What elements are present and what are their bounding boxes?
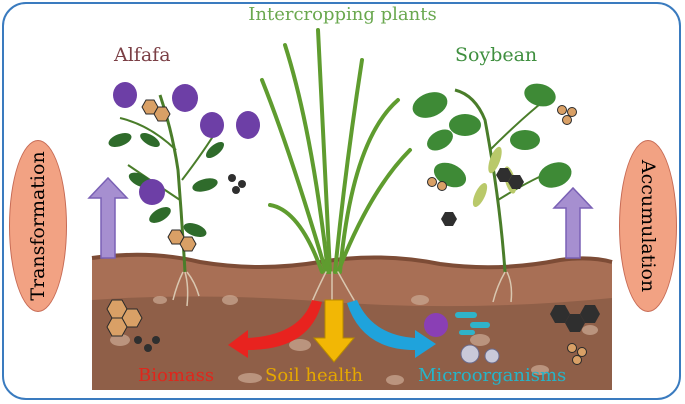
diagram-frame: [2, 2, 681, 400]
soybean-plant-icon: [412, 83, 572, 303]
diagram-title: Intercropping plants: [248, 4, 437, 25]
accumulation-oval: Accumulation: [619, 140, 677, 312]
microbe-icon: [424, 312, 500, 364]
transformation-label: Transformation: [27, 151, 49, 301]
hexagon-molecule-icon: [106, 99, 197, 337]
biomass-label: Biomass: [138, 365, 215, 386]
transformation-oval: Transformation: [9, 140, 67, 312]
carbon-molecule-icon: [134, 168, 600, 352]
accumulation-arrow-icon: [552, 186, 594, 259]
soil-health-arrow-icon: [312, 299, 356, 363]
alfafa-label: Alfafa: [114, 44, 171, 66]
biomass-arrow-icon: [228, 300, 322, 358]
soil-stones: [110, 295, 598, 385]
accumulation-label: Accumulation: [637, 159, 659, 293]
soil-deep-layer: [92, 296, 612, 390]
microorganisms-label: Microorganisms: [418, 365, 567, 386]
grass-plant-icon: [260, 28, 412, 303]
transformation-arrow-icon: [87, 176, 129, 259]
soybean-label: Soybean: [455, 44, 538, 66]
nutrient-molecule-icon: [427, 105, 587, 365]
soil-health-label: Soil health: [265, 365, 363, 386]
microorganisms-arrow-icon: [347, 300, 436, 358]
soil-surface: [91, 252, 613, 270]
alfalfa-plant-icon: [108, 82, 260, 307]
